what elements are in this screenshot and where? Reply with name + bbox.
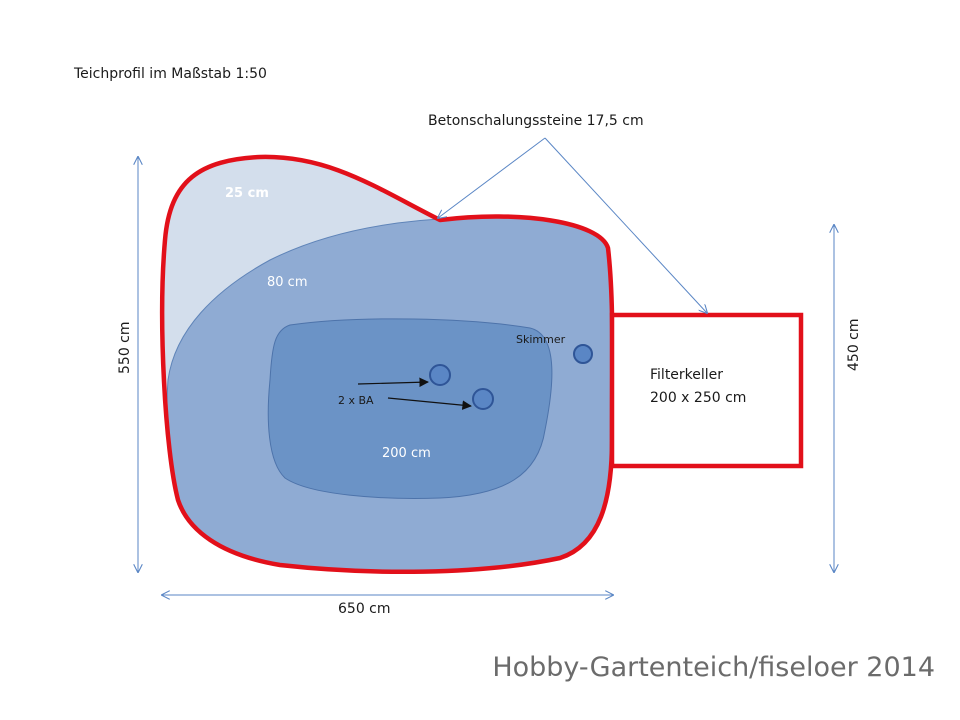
skimmer-icon: [573, 344, 593, 364]
zone-label-middle: 80 cm: [267, 275, 308, 290]
skimmer-label: Skimmer: [516, 333, 566, 346]
height-dimension-label: 550 cm: [117, 321, 133, 374]
bottom-drain-icon: [472, 388, 494, 410]
callout-line-left: [438, 137, 546, 218]
width-dimension-label: 650 cm: [338, 601, 391, 617]
bottom-drain-label: 2 x BA: [338, 394, 374, 407]
filter-cellar-name: Filterkeller: [650, 367, 723, 383]
filter-cellar: [609, 312, 804, 469]
drain-pointer-arrow: [357, 377, 429, 388]
callout-line-right: [544, 137, 707, 313]
filter-cellar-size: 200 x 250 cm: [650, 390, 746, 406]
callout-label: Betonschalungssteine 17,5 cm: [428, 113, 644, 129]
bottom-drain-icon: [429, 364, 451, 386]
drain-pointer-arrow: [387, 397, 472, 410]
watermark: Hobby-Gartenteich/fiseloer 2014: [492, 652, 935, 683]
zone-label-deep: 200 cm: [382, 446, 431, 461]
diagram-title: Teichprofil im Maßstab 1:50: [73, 66, 267, 82]
zone-label-shallow: 25 cm: [225, 186, 269, 201]
deep-zone: [267, 318, 553, 499]
cellar-height-dimension-label: 450 cm: [846, 318, 862, 371]
